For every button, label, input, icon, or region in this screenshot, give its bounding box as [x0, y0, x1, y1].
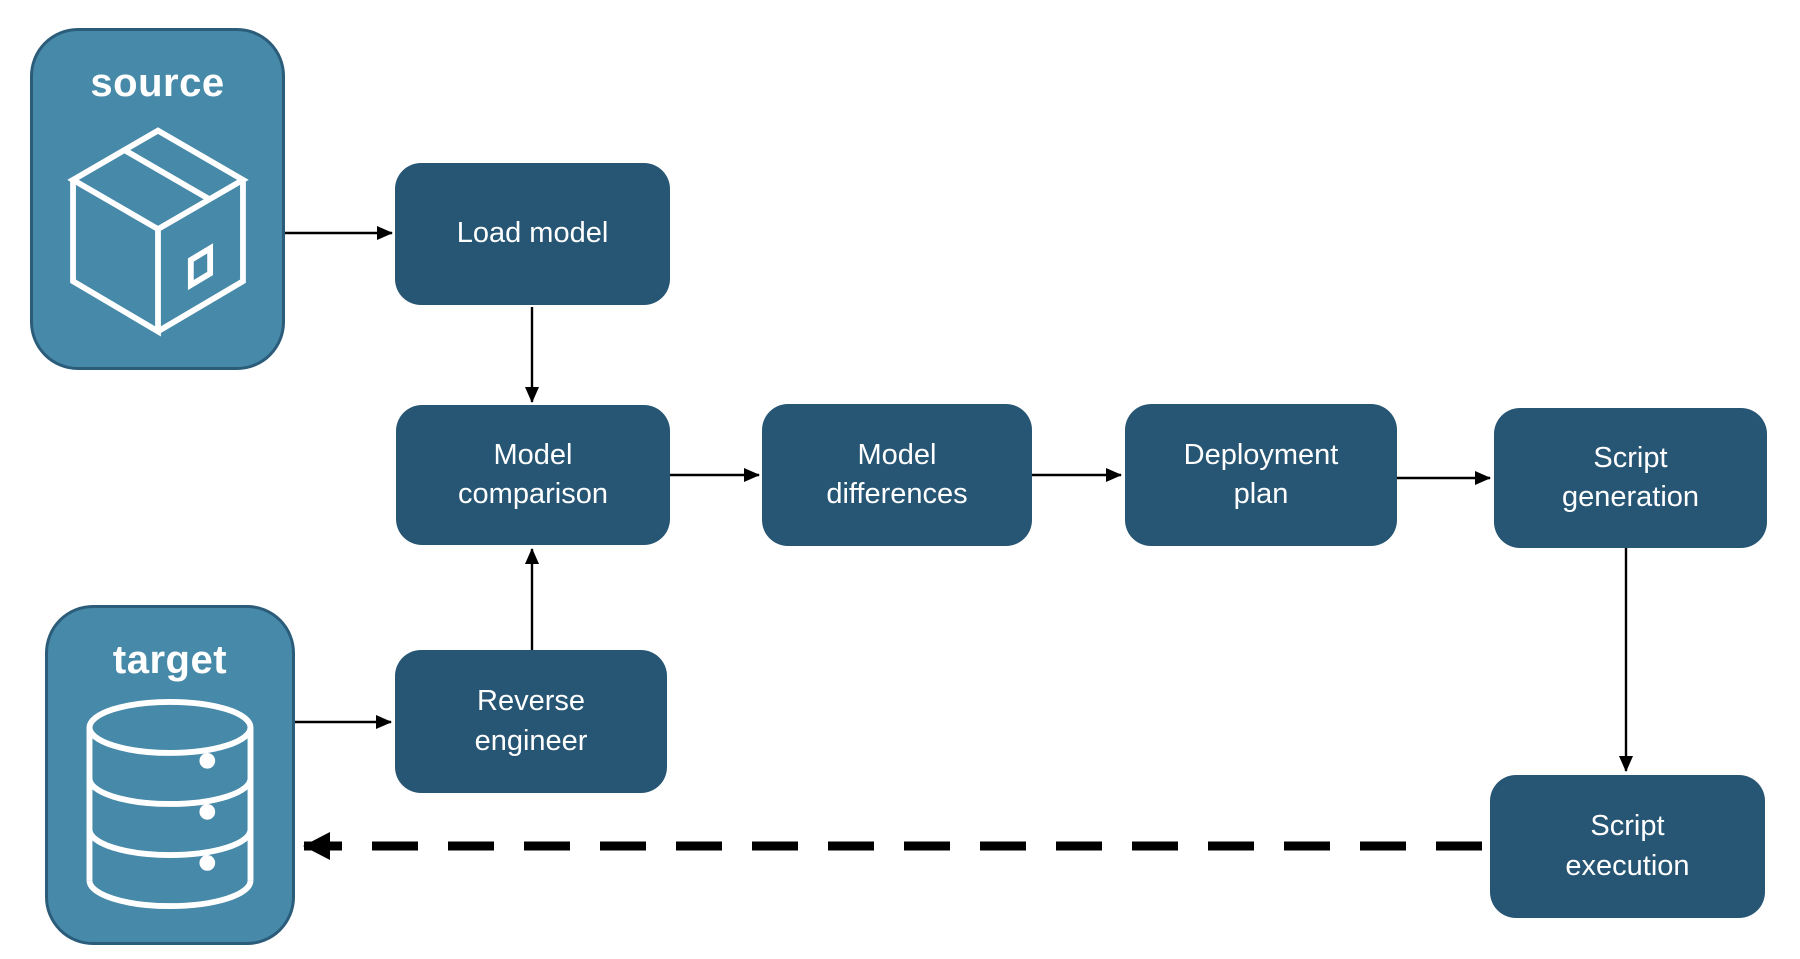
node-load-model-label: Load model — [456, 217, 609, 250]
node-deployment-plan: Deployment plan — [1125, 404, 1397, 546]
node-script-generation: Script generation — [1494, 408, 1767, 548]
node-reverse-engineer: Reverse engineer — [395, 650, 667, 793]
node-model-differences: Model differences — [762, 404, 1032, 546]
node-reverse-engineer-label: Reverse engineer — [474, 685, 588, 757]
node-model-comparison: Model comparison — [396, 405, 670, 545]
node-model-comparison-label: Model comparison — [458, 438, 608, 510]
entity-target-label: target — [112, 638, 228, 682]
database-icon — [86, 698, 254, 910]
node-deployment-plan-label: Deployment plan — [1183, 438, 1339, 510]
node-model-differences-label: Model differences — [826, 438, 968, 510]
node-script-execution: Script execution — [1490, 775, 1765, 918]
node-script-execution-label: Script execution — [1565, 810, 1690, 882]
package-icon — [66, 127, 249, 337]
node-load-model: Load model — [395, 163, 670, 305]
entity-source: source — [30, 28, 285, 370]
entity-target: target — [45, 605, 295, 945]
node-script-generation-label: Script generation — [1561, 441, 1700, 513]
entity-source-label: source — [90, 61, 225, 105]
